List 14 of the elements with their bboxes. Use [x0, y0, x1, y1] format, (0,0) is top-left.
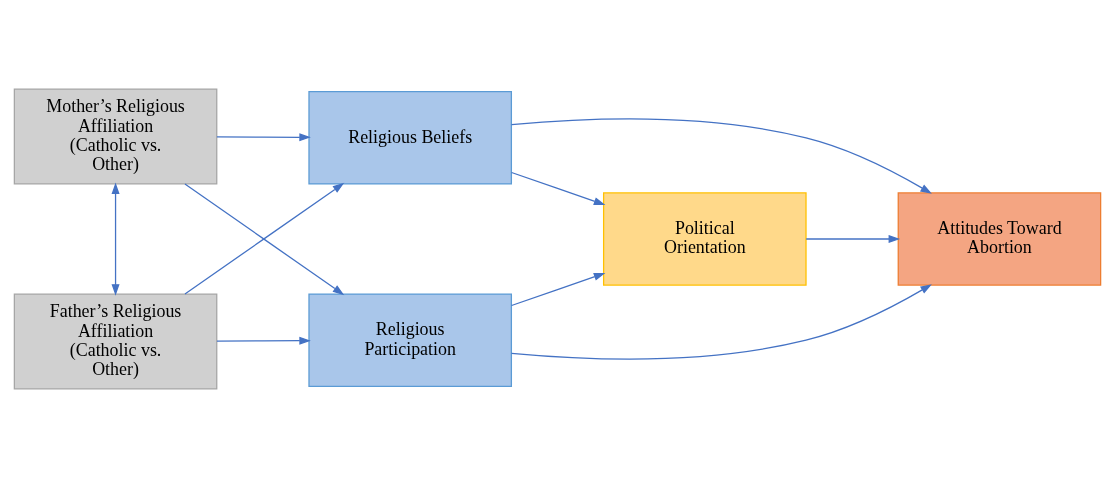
node-box: Religious Beliefs	[308, 91, 512, 185]
arrow	[510, 272, 606, 307]
arrow	[510, 118, 932, 194]
arrow	[111, 182, 120, 296]
arrow	[216, 336, 311, 345]
arrow	[510, 284, 932, 360]
arrow	[216, 133, 311, 142]
node-box: Political Orientation	[603, 192, 807, 286]
node-box: Attitudes Toward Abortion	[897, 192, 1102, 286]
node-box: Religious Participation	[308, 293, 512, 387]
arrow	[805, 234, 901, 244]
node-box: Mother’s Religious Affiliation (Catholic vs. Other)	[13, 88, 218, 185]
arrow	[510, 171, 606, 206]
node-box: Father’s Religious Affiliation (Catholic vs. Other)	[13, 293, 218, 390]
